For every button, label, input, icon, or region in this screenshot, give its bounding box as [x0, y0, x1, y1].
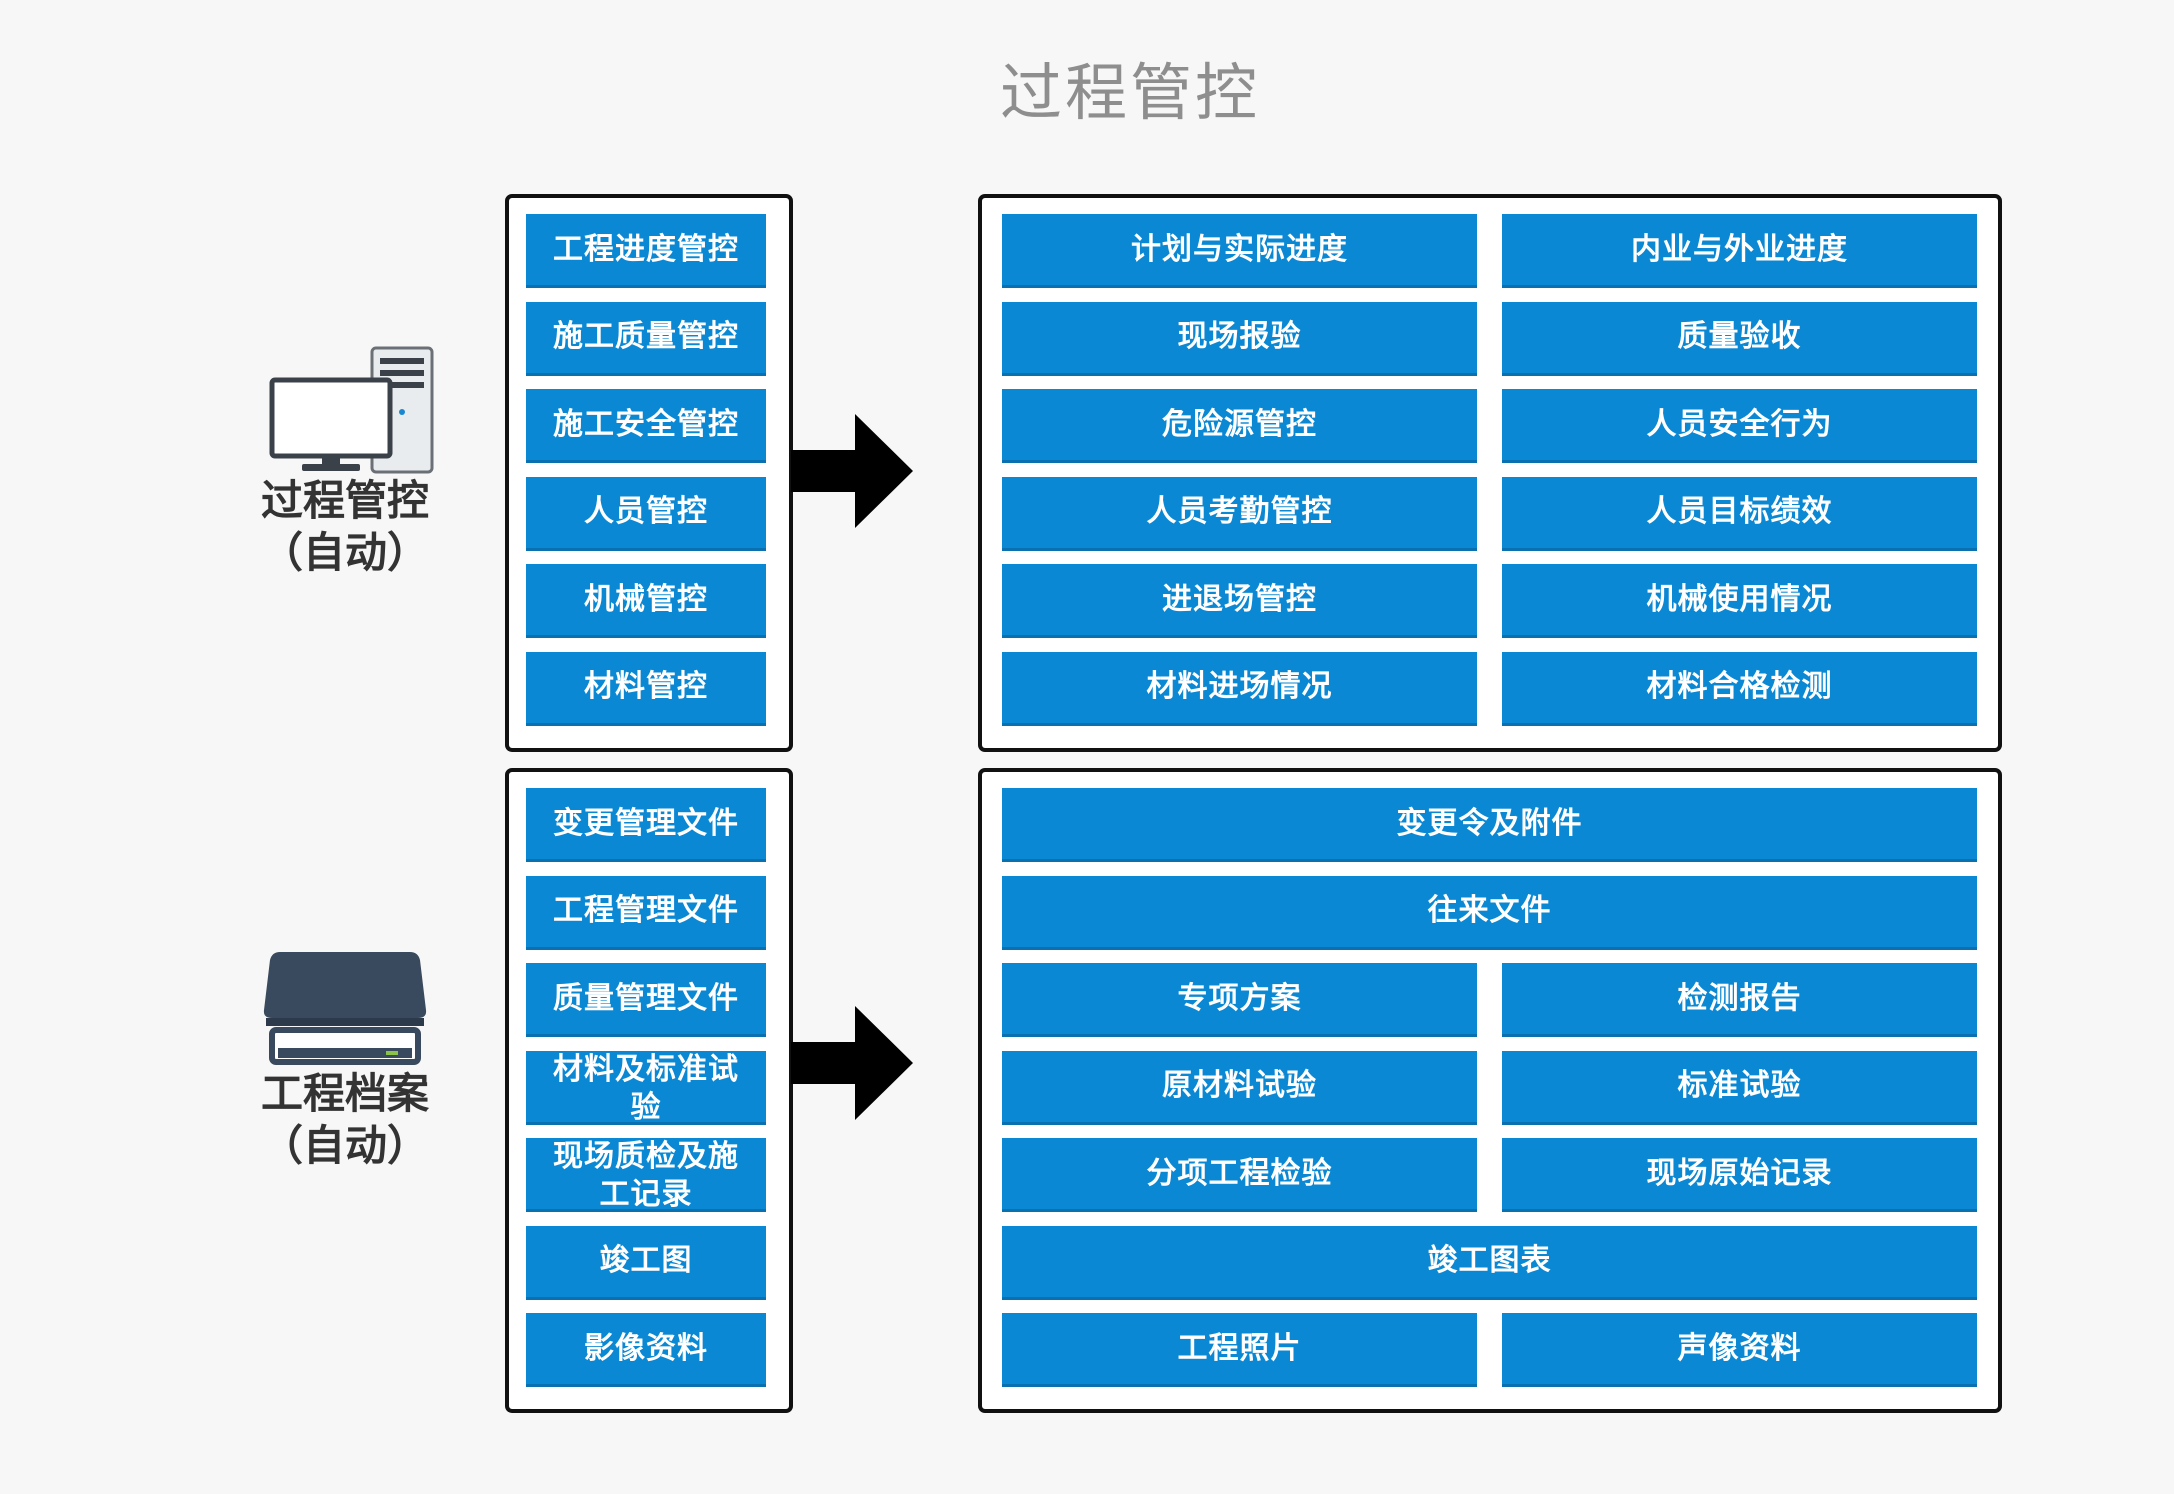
process-control-label: 过程管控 （自动）: [240, 475, 450, 579]
process-detail-panel: 计划与实际进度内业与外业进度现场报验质量验收危险源管控人员安全行为人员考勤管控人…: [978, 194, 2002, 752]
archive-detail-row3-col2: 检测报告: [1502, 963, 1977, 1037]
process-detail-row2-col1: 现场报验: [1002, 301, 1477, 376]
archive-category-item-1: 变更管理文件: [526, 788, 766, 862]
archive-detail-row4-col1: 原材料试验: [1002, 1050, 1477, 1125]
page-title: 过程管控: [999, 56, 1260, 129]
archive-detail-row1-col1: 变更令及附件: [1002, 788, 1977, 862]
process-category-item-6: 材料管控: [526, 651, 766, 726]
process-detail-row6-col1: 材料进场情况: [1002, 651, 1477, 726]
process-control-label-line1: 过程管控: [260, 476, 429, 525]
archive-category-panel: 变更管理文件工程管理文件质量管理文件材料及标准试验现场质检及施工记录竣工图影像资…: [505, 768, 793, 1413]
archive-category-item-3: 质量管理文件: [526, 963, 766, 1037]
archive-category-item-7: 影像资料: [526, 1313, 766, 1387]
archive-detail-panel: 变更令及附件往来文件专项方案检测报告原材料试验标准试验分项工程检验现场原始记录竣…: [978, 768, 2002, 1413]
process-detail-row5-col1: 进退场管控: [1002, 564, 1477, 638]
process-category-item-4: 人员管控: [526, 476, 766, 551]
process-detail-row3-col1: 危险源管控: [1002, 389, 1477, 463]
scanner-icon: [263, 952, 427, 1065]
process-control-label-line2: （自动）: [260, 528, 429, 577]
process-category-item-2: 施工质量管控: [526, 301, 766, 376]
project-archive-label: 工程档案 （自动）: [240, 1068, 450, 1172]
process-detail-row6-col2: 材料合格检测: [1502, 651, 1977, 726]
process-detail-row4-col1: 人员考勤管控: [1002, 476, 1477, 551]
archive-detail-row2-col1: 往来文件: [1002, 875, 1977, 950]
archive-category-item-2: 工程管理文件: [526, 875, 766, 950]
project-archive-label-line2: （自动）: [260, 1121, 429, 1170]
process-detail-row2-col2: 质量验收: [1502, 301, 1977, 376]
computer-icon: [269, 346, 434, 474]
archive-detail-row5-col1: 分项工程检验: [1002, 1138, 1477, 1212]
project-archive-label-line1: 工程档案: [260, 1069, 429, 1118]
process-detail-row5-col2: 机械使用情况: [1502, 564, 1977, 638]
archive-detail-row6-col1: 竣工图表: [1002, 1225, 1977, 1300]
process-detail-row3-col2: 人员安全行为: [1502, 389, 1977, 463]
process-category-item-3: 施工安全管控: [526, 389, 766, 463]
archive-detail-row5-col2: 现场原始记录: [1502, 1138, 1977, 1212]
archive-category-item-5: 现场质检及施工记录: [526, 1138, 766, 1212]
archive-category-item-6: 竣工图: [526, 1225, 766, 1300]
right-arrow-icon: [791, 1006, 913, 1120]
process-category-panel: 工程进度管控施工质量管控施工安全管控人员管控机械管控材料管控: [505, 194, 793, 752]
archive-detail-row7-col2: 声像资料: [1502, 1313, 1977, 1387]
archive-category-item-4: 材料及标准试验: [526, 1050, 766, 1125]
process-detail-row1-col2: 内业与外业进度: [1502, 214, 1977, 288]
process-detail-row4-col2: 人员目标绩效: [1502, 476, 1977, 551]
process-category-item-5: 机械管控: [526, 564, 766, 638]
archive-detail-row3-col1: 专项方案: [1002, 963, 1477, 1037]
archive-detail-row7-col1: 工程照片: [1002, 1313, 1477, 1387]
archive-detail-row4-col2: 标准试验: [1502, 1050, 1977, 1125]
right-arrow-icon: [791, 414, 913, 528]
process-detail-row1-col1: 计划与实际进度: [1002, 214, 1477, 288]
process-category-item-1: 工程进度管控: [526, 214, 766, 288]
